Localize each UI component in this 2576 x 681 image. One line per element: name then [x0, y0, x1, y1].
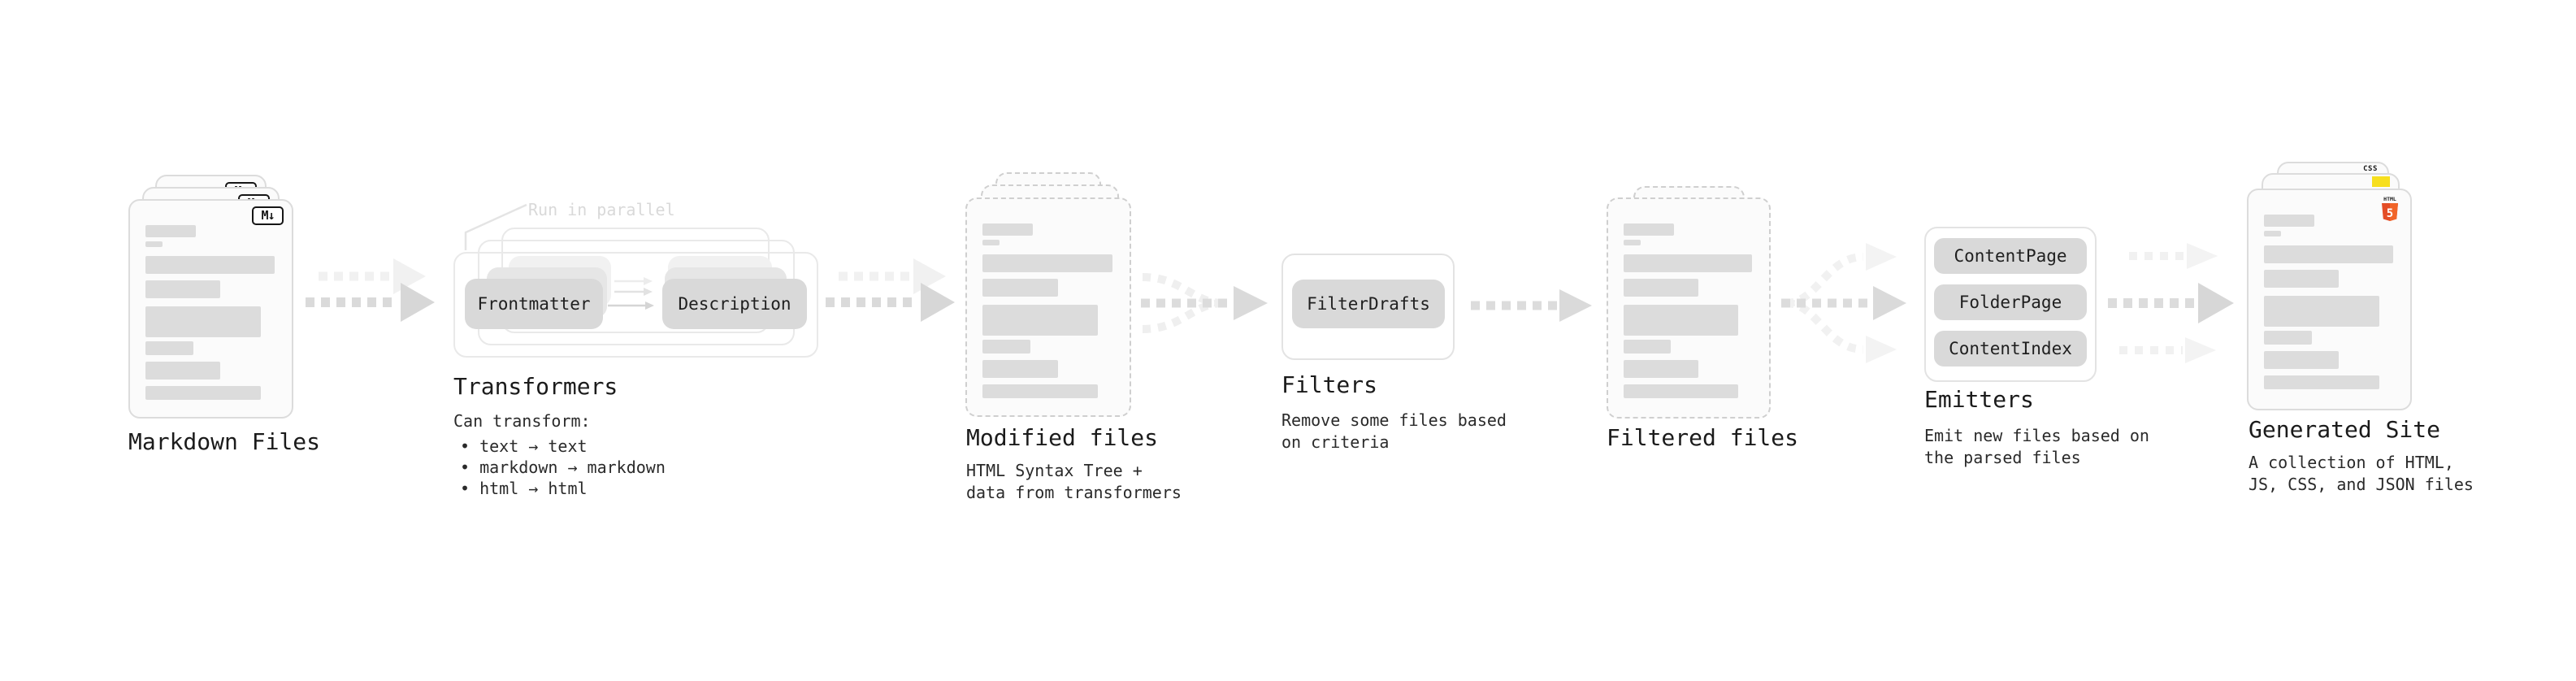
filter-pill-filterdrafts: FilterDrafts: [1292, 280, 1445, 328]
text-line-bar: [2264, 331, 2312, 345]
bullet-item: • html → html: [460, 479, 588, 498]
text-line-bar: [982, 240, 1000, 245]
text-line-bar: [1624, 384, 1738, 398]
text-line-bar: [982, 305, 1099, 336]
emitter-pill-contentindex: ContentIndex: [1934, 331, 2087, 367]
text-line-bar: [145, 225, 196, 237]
arrow-filters-to-filtered: [1471, 289, 1592, 322]
text-line-bar: [2264, 215, 2314, 227]
text-line-bar: [145, 256, 275, 274]
text-line-bar: [982, 223, 1034, 236]
emitter-pill-contentpage: ContentPage: [1934, 238, 2087, 274]
text-line-bar: [982, 384, 1099, 398]
bullet-item: • markdown → markdown: [460, 458, 666, 477]
text-line-bar: [982, 279, 1058, 297]
arrow-filtered-to-emitters: [1781, 243, 1906, 363]
text-line-bar: [145, 341, 193, 355]
bullet-item: • text → text: [460, 436, 588, 456]
arrow-emitters-to-generated: [2108, 243, 2234, 363]
run-in-parallel-callout-line: [464, 203, 527, 250]
arrow-modified-to-filters: [1141, 273, 1268, 333]
transformer-flow-arrows: [608, 277, 654, 310]
text-line-bar: [1624, 340, 1672, 354]
html5-icon: HTML 5: [2382, 196, 2398, 221]
text-line-bar: [982, 254, 1112, 272]
filtered-files-label: Filtered files: [1607, 424, 1799, 451]
text-line-bar: [1624, 360, 1698, 378]
filters-label: Filters: [1281, 371, 1378, 398]
modified-file-card-front: [965, 197, 1131, 417]
text-line-bar: [2264, 231, 2281, 236]
transformers-frame-front: [453, 252, 818, 358]
document-text-skeleton: [2264, 215, 2393, 389]
text-line-bar: [1624, 305, 1738, 336]
text-line-bar: [2264, 245, 2393, 263]
transformers-note-title: Can transform:: [453, 411, 591, 431]
text-line-bar: [145, 306, 261, 337]
text-line-bar: [145, 280, 221, 298]
html5-icon-word: HTML: [2383, 196, 2396, 202]
text-line-bar: [145, 362, 221, 380]
arrow-markdown-to-transformers: [306, 258, 435, 322]
emitter-pill-folderpage: FolderPage: [1934, 284, 2087, 320]
text-line-bar: [1624, 240, 1641, 245]
document-text-skeleton: [145, 225, 275, 400]
document-text-skeleton: [982, 223, 1112, 398]
emitters-note: Emit new files based on the parsed files: [1924, 426, 2149, 467]
text-line-bar: [1624, 279, 1698, 297]
text-line-bar: [2264, 375, 2379, 389]
markdown-file-card-front: M↓: [128, 199, 293, 419]
html5-icon-number: 5: [2387, 207, 2393, 220]
text-line-bar: [145, 241, 163, 247]
text-line-bar: [1624, 223, 1674, 236]
markdown-icon: M↓: [252, 206, 284, 225]
text-line-bar: [982, 360, 1058, 378]
arrow-transformers-to-modified: [826, 258, 955, 322]
css-icon-label: CSS: [2363, 165, 2378, 173]
filters-note: Remove some files based on criteria: [1281, 410, 1507, 452]
transformers-label: Transformers: [453, 373, 618, 400]
text-line-bar: [2264, 296, 2379, 327]
text-line-bar: [145, 386, 261, 400]
text-line-bar: [982, 340, 1031, 354]
document-text-skeleton: [1624, 223, 1752, 398]
generated-site-note: A collection of HTML, JS, CSS, and JSON …: [2249, 453, 2474, 494]
modified-files-label: Modified files: [966, 424, 1159, 451]
text-line-bar: [2264, 270, 2340, 288]
transformer-pill-frontmatter: Frontmatter: [465, 279, 603, 329]
modified-files-note: HTML Syntax Tree + data from transformer…: [966, 461, 1182, 502]
transformers-bullet-list: • text → text • markdown → markdown • ht…: [460, 436, 666, 499]
filtered-file-card-front: [1607, 197, 1771, 419]
text-line-bar: [1624, 254, 1752, 272]
text-line-bar: [2264, 351, 2340, 369]
js-icon: [2372, 176, 2390, 187]
emitters-label: Emitters: [1924, 386, 2034, 413]
run-in-parallel-annotation: Run in parallel: [528, 200, 675, 219]
generated-site-label: Generated Site: [2249, 416, 2441, 443]
transformer-pill-description: Description: [662, 279, 807, 329]
markdown-files-label: Markdown Files: [128, 428, 321, 455]
generated-file-card-html: HTML 5: [2247, 189, 2412, 410]
